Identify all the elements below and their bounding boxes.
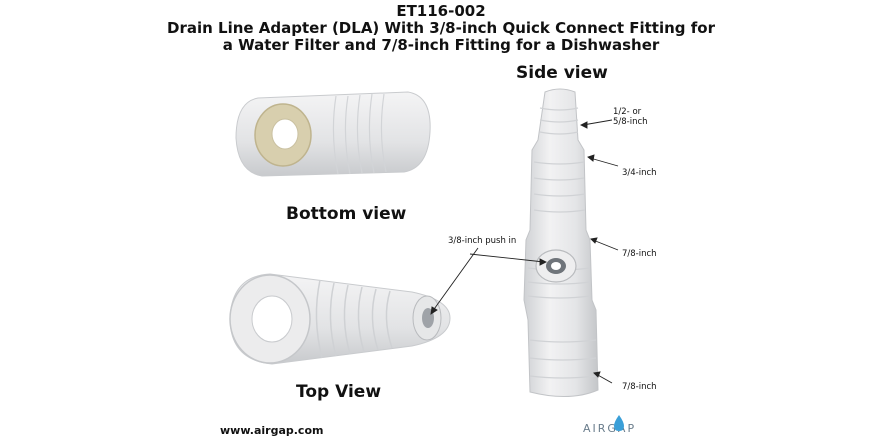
callout-seven-eighth-lower: 7/8-inch — [622, 382, 657, 392]
side-view-label: Side view — [516, 63, 608, 83]
side-view-image — [523, 88, 599, 398]
website-link[interactable]: www.airgap.com — [220, 424, 324, 437]
airgap-logo: AIRGAP — [583, 414, 658, 436]
bottom-view-image — [235, 91, 431, 177]
callout-push-in: 3/8-inch push in — [448, 236, 517, 246]
callout-three-quarter: 3/4-inch — [622, 168, 657, 178]
title-line-3: a Water Filter and 7/8-inch Fitting for … — [222, 36, 660, 54]
callout-arrows — [430, 119, 619, 384]
title-line-2: Drain Line Adapter (DLA) With 3/8-inch Q… — [167, 19, 715, 37]
callout-seven-eighth-upper: 7/8-inch — [622, 249, 657, 259]
top-view-image — [229, 273, 451, 365]
bottom-view-label: Bottom view — [286, 204, 407, 224]
callout-half-or-five-eighth: 1/2- or 5/8-inch — [613, 107, 648, 127]
title-line-1: ET116-002 — [396, 2, 486, 20]
callout-half-line1: 1/2- or — [613, 107, 642, 117]
callout-half-line2: 5/8-inch — [613, 117, 648, 127]
water-drop-icon — [614, 415, 624, 431]
top-view-label: Top View — [296, 382, 382, 402]
